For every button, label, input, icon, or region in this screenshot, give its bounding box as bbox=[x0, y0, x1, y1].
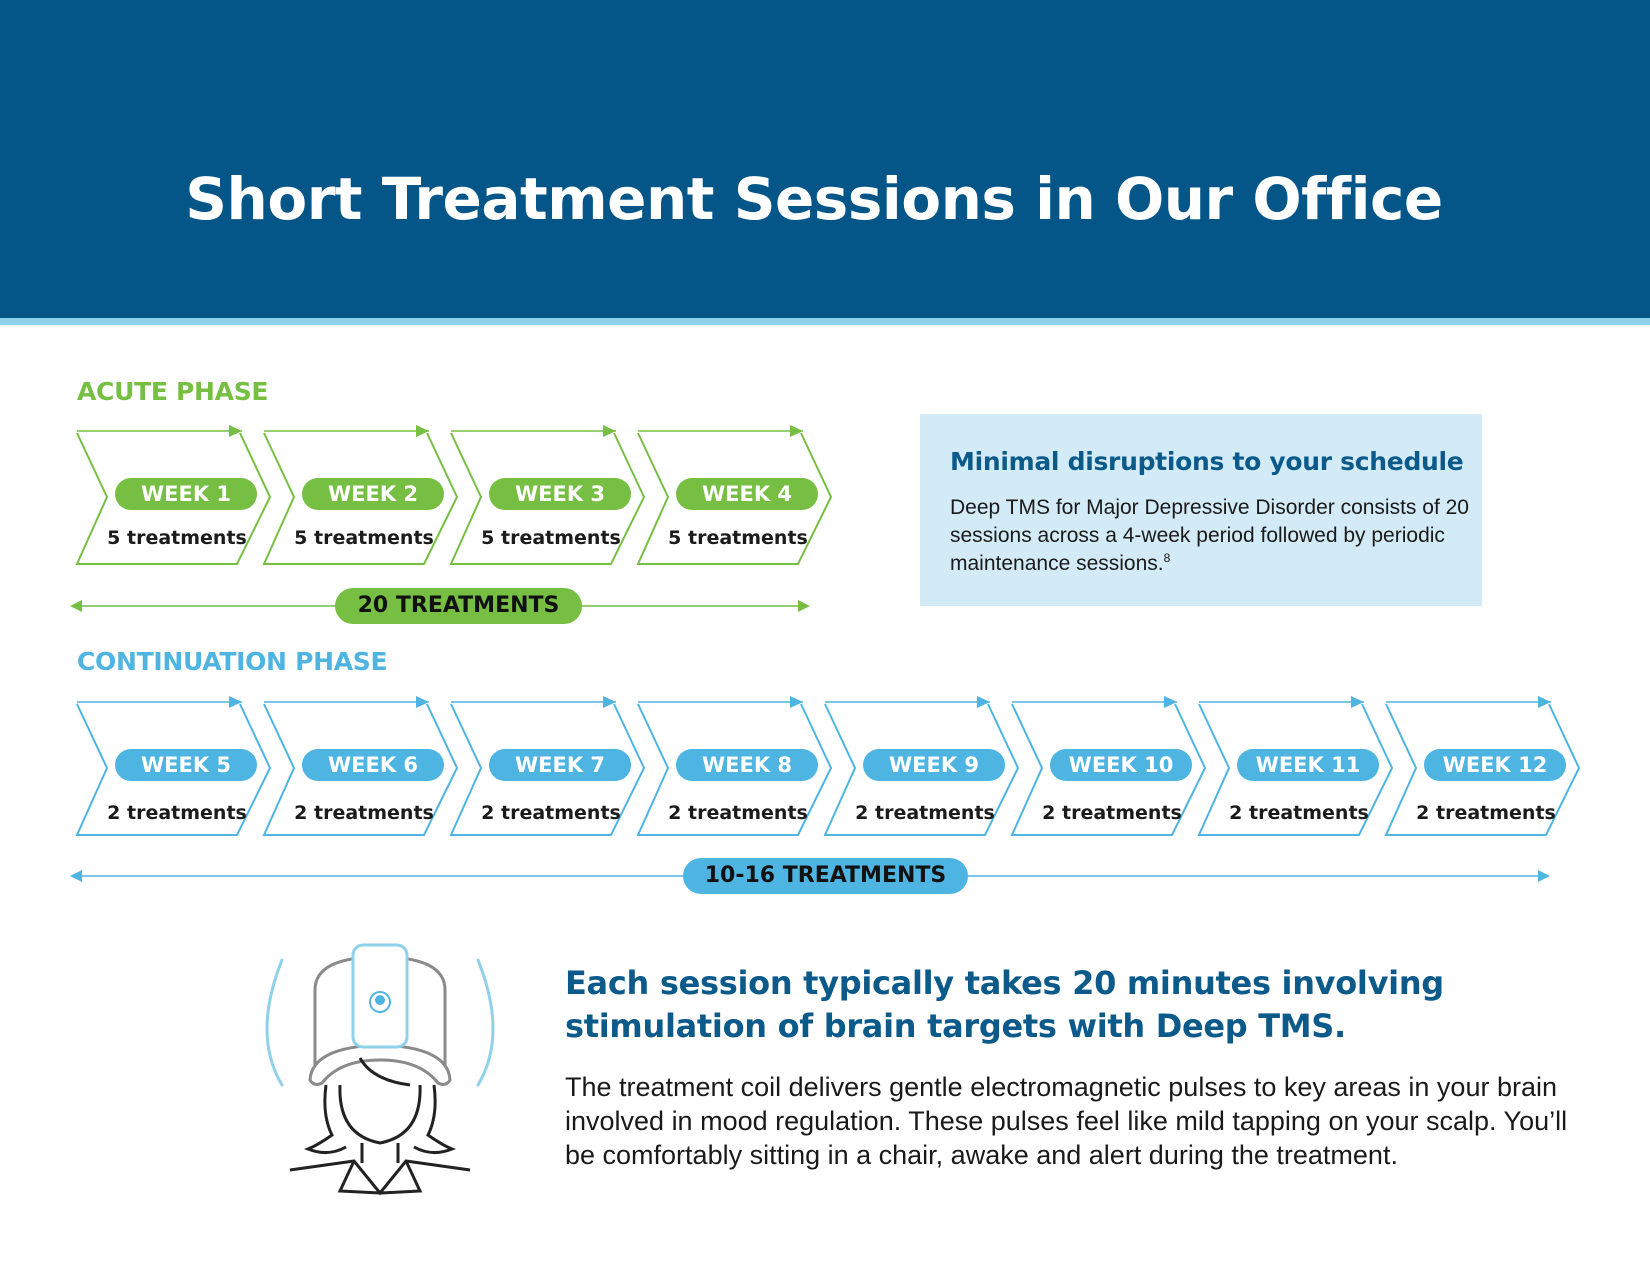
week-treatment-count: 2 treatments bbox=[1042, 802, 1182, 824]
week-treatment-count: 2 treatments bbox=[294, 802, 434, 824]
week-pill: WEEK 4 bbox=[676, 478, 818, 510]
header-banner bbox=[0, 0, 1650, 318]
chevron-arrow-icon bbox=[823, 696, 1020, 836]
week-treatment-count: 2 treatments bbox=[668, 802, 808, 824]
info-box-text: Deep TMS for Major Depressive Disorder c… bbox=[950, 496, 1469, 575]
week-pill: WEEK 9 bbox=[863, 749, 1005, 781]
week-treatment-count: 2 treatments bbox=[107, 802, 247, 824]
week-pill: WEEK 7 bbox=[489, 749, 631, 781]
chevron-arrow-icon bbox=[636, 696, 833, 836]
week-treatment-count: 2 treatments bbox=[1416, 802, 1556, 824]
person-with-helmet-icon bbox=[265, 943, 495, 1196]
acute-phase-title: ACUTE PHASE bbox=[77, 377, 269, 406]
continuation-total-pill: 10-16 TREATMENTS bbox=[683, 858, 968, 894]
chevron-arrow-icon bbox=[262, 425, 459, 565]
week-pill: WEEK 8 bbox=[676, 749, 818, 781]
week-pill: WEEK 12 bbox=[1424, 749, 1566, 781]
page-title: Short Treatment Sessions in Our Office bbox=[185, 165, 1443, 233]
week-treatment-count: 5 treatments bbox=[107, 527, 247, 549]
week-card-11: WEEK 11 2 treatments bbox=[1197, 696, 1395, 841]
week-card-6: WEEK 6 2 treatments bbox=[262, 696, 460, 841]
week-pill: WEEK 1 bbox=[115, 478, 257, 510]
info-box-body: Deep TMS for Major Depressive Disorder c… bbox=[950, 494, 1470, 578]
header-stripe bbox=[0, 318, 1650, 325]
info-box: Minimal disruptions to your schedule Dee… bbox=[920, 414, 1482, 606]
week-card-9: WEEK 9 2 treatments bbox=[823, 696, 1021, 841]
week-treatment-count: 5 treatments bbox=[481, 527, 621, 549]
week-treatment-count: 2 treatments bbox=[481, 802, 621, 824]
week-card-3: WEEK 3 5 treatments bbox=[449, 425, 647, 570]
chevron-arrow-icon bbox=[1010, 696, 1207, 836]
week-treatment-count: 5 treatments bbox=[294, 527, 434, 549]
week-treatment-count: 5 treatments bbox=[668, 527, 808, 549]
chevron-arrow-icon bbox=[449, 425, 646, 565]
week-pill: WEEK 11 bbox=[1237, 749, 1379, 781]
week-card-7: WEEK 7 2 treatments bbox=[449, 696, 647, 841]
chevron-arrow-icon bbox=[75, 425, 272, 565]
chevron-arrow-icon bbox=[75, 696, 272, 836]
session-body: The treatment coil delivers gentle elect… bbox=[565, 1072, 1568, 1170]
chevron-arrow-icon bbox=[1384, 696, 1581, 836]
week-pill: WEEK 3 bbox=[489, 478, 631, 510]
chevron-arrow-icon bbox=[449, 696, 646, 836]
week-card-8: WEEK 8 2 treatments bbox=[636, 696, 834, 841]
week-pill: WEEK 5 bbox=[115, 749, 257, 781]
week-card-12: WEEK 12 2 treatments bbox=[1384, 696, 1582, 841]
chevron-arrow-icon bbox=[1197, 696, 1394, 836]
week-card-5: WEEK 5 2 treatments bbox=[75, 696, 273, 841]
continuation-phase-title: CONTINUATION PHASE bbox=[77, 647, 388, 676]
acute-total-pill: 20 TREATMENTS bbox=[335, 588, 582, 624]
week-card-4: WEEK 4 5 treatments bbox=[636, 425, 834, 570]
week-pill: WEEK 2 bbox=[302, 478, 444, 510]
info-box-title: Minimal disruptions to your schedule bbox=[950, 447, 1464, 476]
week-card-10: WEEK 10 2 treatments bbox=[1010, 696, 1208, 841]
week-card-2: WEEK 2 5 treatments bbox=[262, 425, 460, 570]
chevron-arrow-icon bbox=[636, 425, 833, 565]
week-pill: WEEK 10 bbox=[1050, 749, 1192, 781]
week-pill: WEEK 6 bbox=[302, 749, 444, 781]
week-card-1: WEEK 1 5 treatments bbox=[75, 425, 273, 570]
week-treatment-count: 2 treatments bbox=[855, 802, 995, 824]
chevron-arrow-icon bbox=[262, 696, 459, 836]
footnote-marker: 8 bbox=[1163, 551, 1171, 565]
week-treatment-count: 2 treatments bbox=[1229, 802, 1369, 824]
session-heading: Each session typically takes 20 minutes … bbox=[565, 964, 1444, 1045]
